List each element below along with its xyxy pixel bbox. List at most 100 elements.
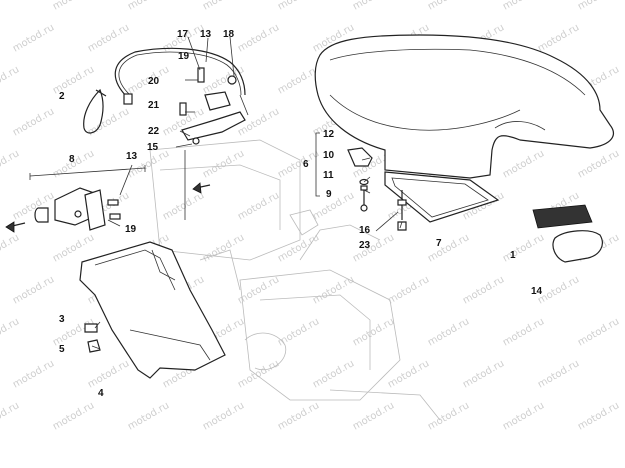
leader-lines (29, 36, 403, 350)
callout-10: 10 (323, 150, 335, 161)
watermark-text: motod.ru (276, 148, 321, 180)
callout-7: 7 (436, 238, 442, 249)
callout-23: 23 (359, 240, 371, 251)
watermark-text: motod.ru (201, 232, 246, 264)
watermark-text: motod.ru (201, 400, 246, 432)
panel-fasteners (84, 323, 101, 353)
callout-14: 14 (531, 286, 543, 297)
watermark-text: motod.ru (126, 400, 171, 432)
watermark-text: motod.ru (161, 190, 206, 222)
watermark-text: motod.ru (0, 0, 21, 13)
watermark-text: motod.ru (201, 148, 246, 180)
watermark-text: motod.ru (236, 106, 281, 138)
callout-21: 21 (148, 100, 160, 111)
watermark-text: motod.ru (236, 358, 281, 390)
callout-12: 12 (323, 129, 335, 140)
watermark-text: motod.ru (426, 400, 471, 432)
seat-tray-part (384, 171, 500, 223)
callout-4: 4 (98, 388, 104, 399)
cable-loop-part (83, 88, 107, 134)
watermark-text: motod.ru (501, 232, 546, 264)
watermark-text: motod.ru (536, 274, 581, 306)
release-cable (114, 47, 246, 105)
watermark-text: motod.ru (51, 0, 96, 13)
watermark-text: motod.ru (351, 316, 396, 348)
watermark-text: motod.ru (386, 358, 431, 390)
callout-17: 17 (177, 29, 189, 40)
watermark-text: motod.ru (576, 400, 621, 432)
callout-20: 20 (148, 76, 160, 87)
watermark-text: motod.ru (501, 0, 546, 13)
watermark-text: motod.ru (536, 22, 581, 54)
callout-11: 11 (323, 170, 334, 181)
undertray-panel (79, 241, 226, 379)
watermark-text: motod.ru (426, 0, 471, 13)
callout-labels: 1 2 3 4 5 6 7 8 9 10 11 12 13 13 14 15 1… (59, 29, 543, 399)
watermark-text: motod.ru (201, 0, 246, 13)
watermark-text: motod.ru (276, 64, 321, 96)
watermark-text: motod.ru (501, 400, 546, 432)
callout-2: 2 (59, 91, 65, 102)
watermark-text: motod.ru (426, 316, 471, 348)
watermark-text: motod.ru (576, 0, 621, 13)
watermark-text: motod.ru (311, 274, 356, 306)
watermark-text: motod.ru (11, 106, 56, 138)
watermark-text: motod.ru (351, 400, 396, 432)
watermark-text: motod.ru (276, 400, 321, 432)
watermark-text: motod.ru (461, 358, 506, 390)
watermark-text: motod.ru (86, 22, 131, 54)
watermark-text: motod.ru (126, 0, 171, 13)
callout-13-left: 13 (126, 151, 138, 162)
callout-16: 16 (359, 225, 371, 236)
watermark-text: motod.ru (351, 0, 396, 13)
watermark-text: motod.ru (576, 148, 621, 180)
watermark-text: motod.ru (11, 190, 56, 222)
seat-lock-assembly (34, 187, 121, 231)
callout-18: 18 (223, 29, 235, 40)
watermark-text: motod.ru (11, 274, 56, 306)
watermark-text: motod.ru (51, 64, 96, 96)
callout-1: 1 (510, 250, 516, 261)
callout-6: 6 (303, 159, 309, 170)
watermark-text: motod.ru (311, 190, 356, 222)
watermark-text: motod.ru (0, 148, 21, 180)
watermark-text: motod.ru (0, 316, 21, 348)
watermark-text: motod.ru (501, 316, 546, 348)
callout-19-left: 19 (125, 224, 137, 235)
watermark-text: motod.ru (0, 64, 21, 96)
callout-3: 3 (59, 314, 65, 325)
watermark-text: motod.ru (536, 358, 581, 390)
watermark-text: motod.ru (426, 232, 471, 264)
watermark-text: motod.ru (501, 148, 546, 180)
watermark-text: motod.ru (276, 232, 321, 264)
callout-19-top: 19 (178, 51, 190, 62)
watermark-text: motod.ru (311, 358, 356, 390)
watermark-text: motod.ru (11, 358, 56, 390)
watermark-text: motod.ru (11, 22, 56, 54)
watermark-text: motod.ru (276, 0, 321, 13)
watermark-text: motod.ru (386, 274, 431, 306)
callout-9: 9 (326, 189, 332, 200)
watermark-text: motod.ru (86, 358, 131, 390)
watermark-text: motod.ru (236, 22, 281, 54)
watermark-text: motod.ru (86, 106, 131, 138)
watermark-text: motod.ru (576, 316, 621, 348)
seat-part (314, 34, 614, 179)
callout-13-top: 13 (200, 29, 212, 40)
callout-15: 15 (147, 142, 159, 153)
callout-5: 5 (59, 344, 65, 355)
watermark-text: motod.ru (0, 232, 21, 264)
watermark-text: motod.ru (276, 316, 321, 348)
watermark-text: motod.ru (236, 190, 281, 222)
watermark-text: motod.ru (51, 400, 96, 432)
callout-22: 22 (148, 126, 160, 137)
watermark-text: motod.ru (0, 400, 21, 432)
callout-8: 8 (69, 154, 75, 165)
frame-background-drawing (149, 139, 441, 421)
lever-assembly (179, 67, 249, 145)
direction-arrows (5, 182, 211, 233)
watermark-text: motod.ru (461, 274, 506, 306)
seat-lock-bracket (347, 147, 373, 212)
seat-pads-part (532, 204, 603, 263)
